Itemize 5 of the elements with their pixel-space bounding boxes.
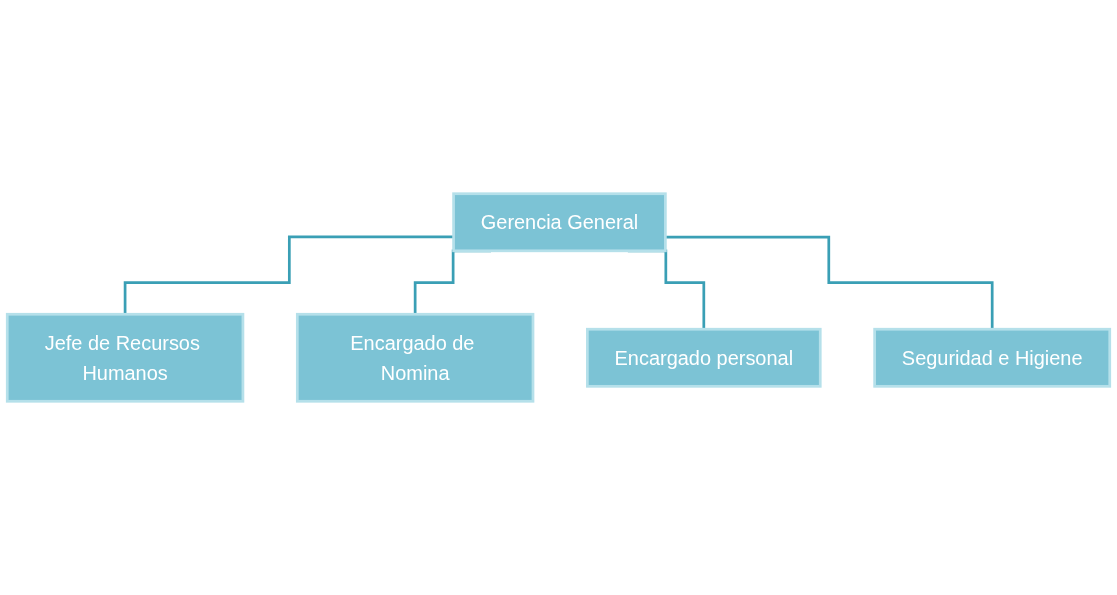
node-box: Encargado personal [586, 327, 822, 388]
node-box: Gerencia General [452, 192, 667, 253]
node-box: Encargado de Nomina [295, 312, 535, 403]
node-box: Jefe de Recursos Humanos [5, 312, 245, 403]
node-box: Seguridad e Higiene [873, 327, 1112, 388]
